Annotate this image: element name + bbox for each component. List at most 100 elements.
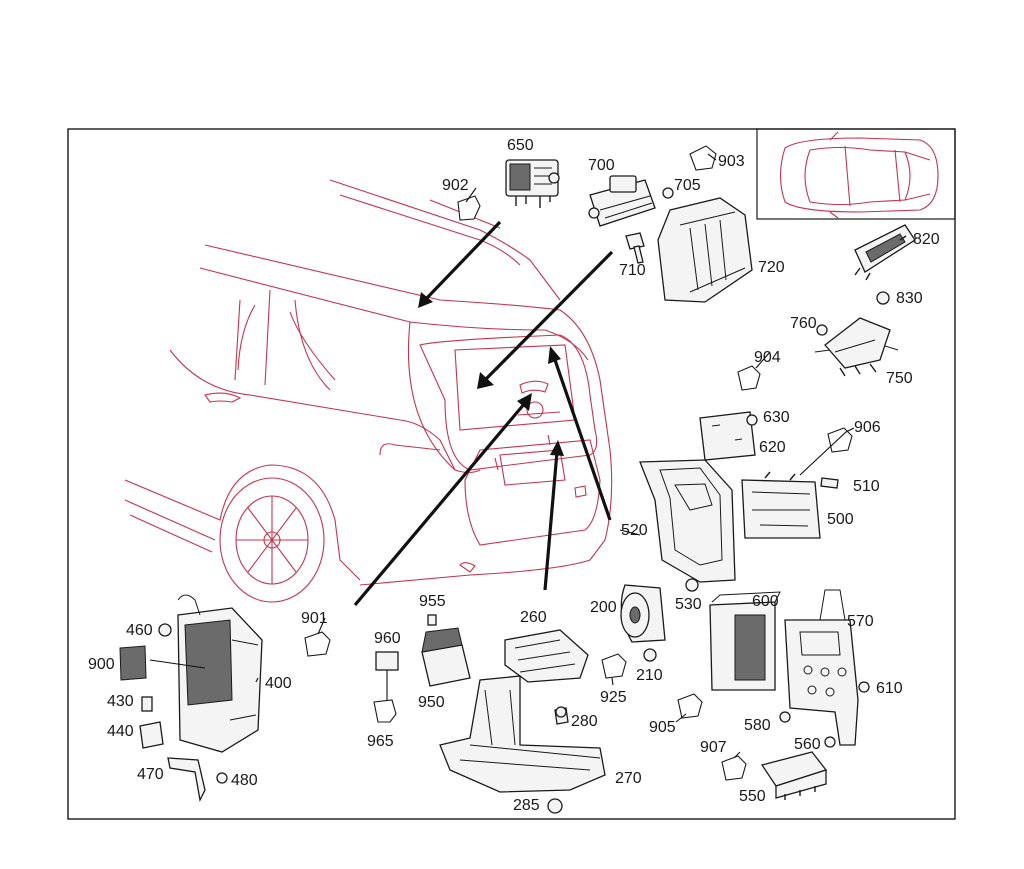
part-760-nut-icon: [816, 324, 828, 336]
label-906: 906: [854, 419, 881, 436]
diagram-frame: [67, 128, 956, 820]
part-510-screw-icon: [820, 477, 839, 489]
part-200-speaker-icon: [620, 584, 666, 643]
part-560-nut-icon: [824, 736, 836, 748]
symbol-902-icon: [457, 195, 481, 221]
symbol-907-icon: [721, 755, 747, 781]
symbol-901-icon: [304, 631, 331, 657]
part-820-module-icon: [854, 224, 916, 281]
part-470-bracket-icon: [167, 757, 206, 803]
label-905: 905: [649, 719, 676, 736]
label-960: 960: [374, 630, 401, 647]
part-480-nut-icon: [216, 772, 228, 784]
part-520-bracket-icon: [639, 459, 736, 583]
label-570: 570: [847, 613, 874, 630]
part-460-nut-icon: [158, 623, 172, 637]
label-580: 580: [744, 717, 771, 734]
label-903: 903: [718, 153, 745, 170]
label-830: 830: [896, 290, 923, 307]
label-440: 440: [107, 723, 134, 740]
vehicle-rear-outline-icon: [124, 179, 613, 603]
part-210-nut-icon: [643, 648, 657, 662]
label-760: 760: [790, 315, 817, 332]
label-400: 400: [265, 675, 292, 692]
symbol-905-icon: [677, 693, 703, 719]
leader-lines: [255, 153, 855, 759]
label-210: 210: [636, 667, 663, 684]
label-550: 550: [739, 788, 766, 805]
vehicle-top-view-icon: [779, 131, 939, 219]
label-610: 610: [876, 680, 903, 697]
label-950: 950: [418, 694, 445, 711]
label-620: 620: [759, 439, 786, 456]
label-510: 510: [853, 478, 880, 495]
part-270-tray-icon: [439, 675, 606, 793]
part-280-screw-icon: [554, 706, 569, 725]
part-630-nut-icon: [746, 414, 758, 426]
label-710: 710: [619, 262, 646, 279]
label-285: 285: [513, 797, 540, 814]
label-520: 520: [621, 522, 648, 539]
label-260: 260: [520, 609, 547, 626]
label-900: 900: [88, 656, 115, 673]
label-560: 560: [794, 736, 821, 753]
label-530: 530: [675, 596, 702, 613]
part-830-nut-icon: [876, 291, 890, 305]
label-500: 500: [827, 511, 854, 528]
label-600: 600: [752, 593, 779, 610]
vehicle-locator-inset: [756, 128, 956, 220]
part-number-labels: 650 700 902 903 705 710 720 820 830 760 …: [88, 137, 940, 814]
symbol-906-icon: [827, 427, 853, 453]
symbol-904-icon: [737, 365, 761, 391]
label-750: 750: [886, 370, 913, 387]
label-430: 430: [107, 693, 134, 710]
label-650: 650: [507, 137, 534, 154]
part-960-plug-icon: [375, 651, 399, 700]
part-700-control-unit-icon: [588, 175, 656, 227]
part-440-relay-icon: [139, 721, 164, 749]
part-610-nut-icon: [858, 681, 870, 693]
part-900-module-icon: [119, 645, 206, 681]
part-530-nut-icon: [685, 578, 699, 592]
symbol-903-icon: [689, 145, 717, 171]
symbol-925-icon: [601, 653, 627, 679]
label-630: 630: [763, 409, 790, 426]
label-700: 700: [588, 157, 615, 174]
part-285-grommet-icon: [547, 798, 563, 814]
label-470: 470: [137, 766, 164, 783]
part-955-fuse-icon: [427, 614, 437, 626]
label-460: 460: [126, 622, 153, 639]
part-705-nut-icon: [662, 187, 674, 199]
part-650-module-icon: [505, 159, 560, 208]
label-820: 820: [913, 231, 940, 248]
label-925: 925: [600, 689, 627, 706]
label-280: 280: [571, 713, 598, 730]
label-965: 965: [367, 733, 394, 750]
part-400-fuse-box-icon: [177, 594, 263, 753]
symbol-965-icon: [373, 699, 397, 723]
label-270: 270: [615, 770, 642, 787]
label-705: 705: [674, 177, 701, 194]
part-620-plate-icon: [699, 411, 756, 461]
part-260-module-icon: [504, 629, 589, 683]
part-720-housing-icon: [657, 197, 753, 303]
label-480: 480: [231, 772, 258, 789]
label-901: 901: [301, 610, 328, 627]
part-430-clip-icon: [141, 696, 153, 712]
part-600-module-icon: [709, 591, 781, 691]
part-500-module-icon: [741, 471, 821, 539]
label-955: 955: [419, 593, 446, 610]
label-902: 902: [442, 177, 469, 194]
label-907: 907: [700, 739, 727, 756]
label-720: 720: [758, 259, 785, 276]
part-550-module-icon: [760, 751, 828, 800]
part-570-bracket-icon: [784, 589, 859, 746]
part-750-sensor-icon: [814, 317, 899, 377]
assembly-arrows: [353, 220, 614, 607]
part-580-nut-icon: [779, 711, 791, 723]
part-710-bolt-icon: [625, 232, 645, 264]
label-904: 904: [754, 349, 781, 366]
part-950-relay-icon: [421, 627, 471, 687]
label-200: 200: [590, 599, 617, 616]
